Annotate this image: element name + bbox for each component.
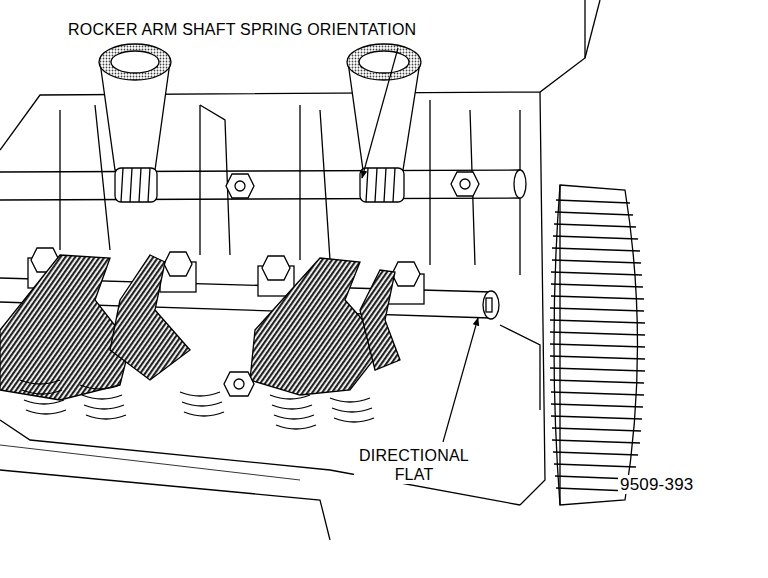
sprocket-teeth <box>550 200 645 491</box>
figure-number: 9509-393 <box>618 475 702 494</box>
valve-spring <box>80 385 126 419</box>
shaft-spring <box>366 168 395 202</box>
spark-plug-tube-top <box>347 44 421 80</box>
spark-plug-tube-bore <box>111 51 159 73</box>
head-deck <box>0 445 300 480</box>
hex-bolt <box>234 379 244 389</box>
valve-spring <box>20 380 374 429</box>
hex-bolt <box>392 262 420 286</box>
rocker-arm <box>110 255 190 380</box>
hex-bolt <box>226 174 254 198</box>
hex-bolt <box>235 181 245 191</box>
spark-plug-tube-bore <box>359 51 409 73</box>
hex-bolt <box>262 256 290 280</box>
valve-spring <box>20 380 66 414</box>
rocker-shaft-end <box>514 170 526 198</box>
part-label: ROCKER ARM SHAFT SPRING ORIENTATION <box>66 20 425 39</box>
head-outline <box>0 0 585 150</box>
head-outline <box>500 325 540 410</box>
valve-spring <box>180 392 224 416</box>
valve-spring <box>330 398 374 422</box>
hex-bolt <box>451 172 479 196</box>
cam-tower <box>430 100 520 275</box>
cam-tower <box>200 105 330 260</box>
head-outline <box>520 92 545 505</box>
valve-spring <box>270 395 316 429</box>
head-outline <box>585 0 600 58</box>
leader-line <box>443 318 478 442</box>
hex-bolt <box>460 179 470 189</box>
rocker-arm <box>0 255 130 400</box>
shaft-spring <box>115 168 157 202</box>
hex-bolt <box>164 252 192 276</box>
shaft-spring <box>360 168 404 202</box>
spark-plug-tube-top <box>99 44 171 80</box>
rocker-shaft-end <box>483 291 499 319</box>
rocker-shaft <box>0 170 520 200</box>
rocker-arm <box>360 270 400 370</box>
head-deck <box>0 470 330 540</box>
hex-bolt <box>224 372 254 396</box>
shaft-spring <box>121 168 150 202</box>
leader-line <box>362 48 398 178</box>
part-label: DIRECTIONAL FLAT <box>354 446 474 484</box>
directional-flat-mark <box>486 298 492 312</box>
head-deck <box>0 420 520 505</box>
